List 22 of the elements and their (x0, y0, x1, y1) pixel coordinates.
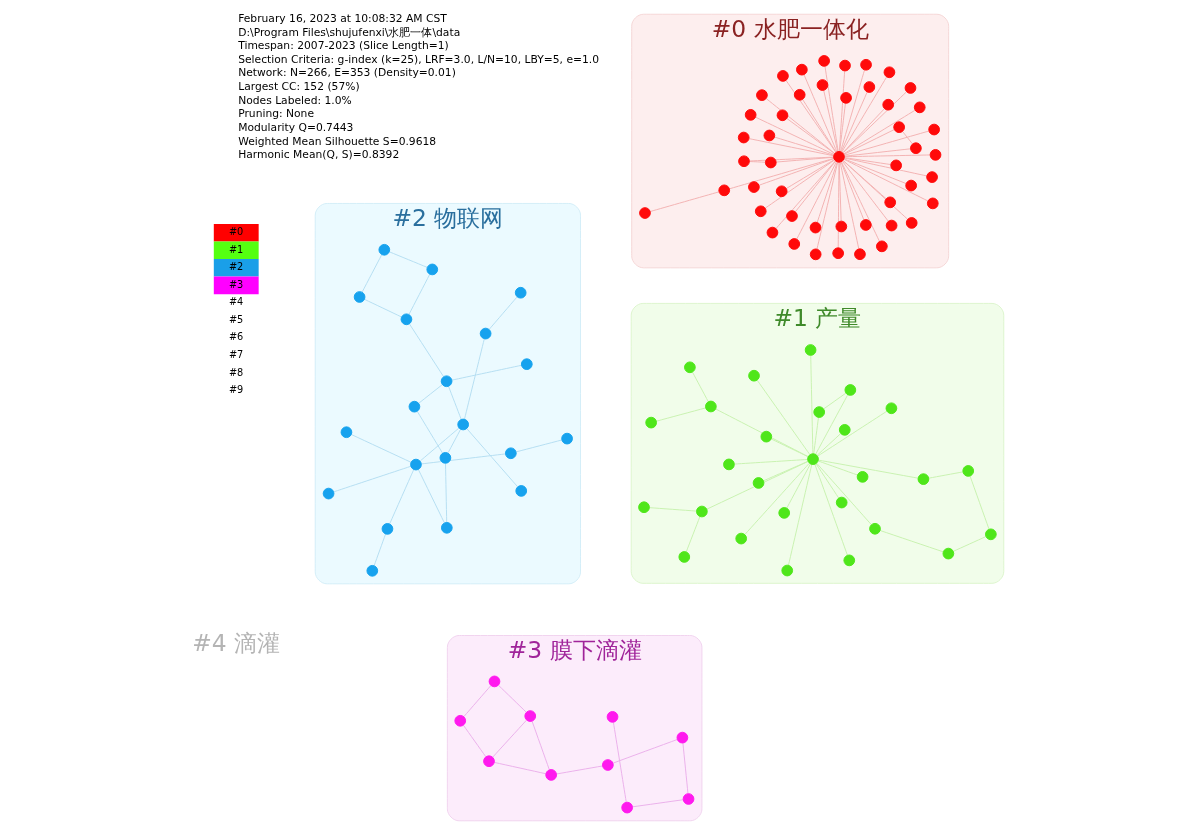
legend-label: #3 (228, 278, 243, 290)
label: D:\Program Files\shujufenxi\水肥一体\data (237, 25, 460, 39)
label: Largest CC: 152 (57%) (237, 80, 360, 94)
legend-label: #9 (228, 384, 243, 396)
label: Selection Criteria: g-index (k=25), LRF=3.0, L/N=10, LBY=5, e=1.0 (237, 52, 599, 66)
legend-label: #5 (228, 313, 243, 325)
label: Timespan: 2007-2023 (Slice Length=1) (237, 39, 449, 53)
legend-label: #0 (228, 226, 243, 238)
legend-label: #2 (228, 261, 243, 273)
legend-label: #8 (228, 366, 243, 378)
label: Weighted Mean Silhouette S=0.9618 (237, 134, 436, 148)
label: Nodes Labeled: 1.0% (237, 93, 352, 107)
label: Modularity Q=0.7443 (237, 121, 353, 135)
legend-label: #4 (228, 296, 243, 308)
label: Harmonic Mean(Q, S)=0.8392 (237, 148, 399, 162)
legend-label: #1 (228, 243, 243, 255)
label: Pruning: None (237, 107, 314, 121)
legend-label: #7 (228, 349, 243, 361)
label: February 16, 2023 at 10:08:32 AM CST (237, 11, 447, 25)
legend-label: #6 (228, 331, 243, 343)
label: Network: N=266, E=353 (Density=0.01) (237, 66, 456, 80)
label: #4 滴灌 (191, 629, 280, 658)
